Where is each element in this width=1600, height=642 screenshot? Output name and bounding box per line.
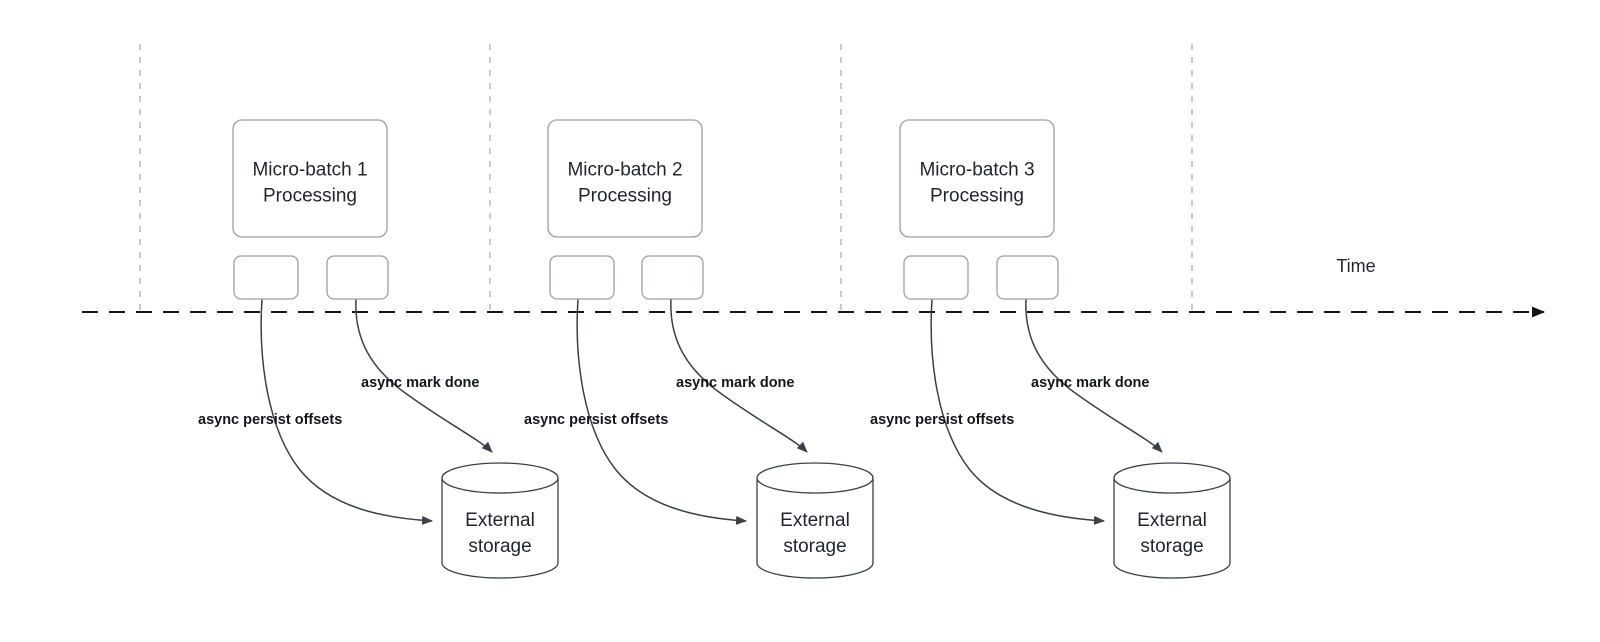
cylinder-top-ellipse (1113, 477, 1231, 494)
micro-batch-label-line1: Micro-batch 1 (252, 160, 367, 181)
micro-batch-label-line1: Micro-batch 3 (919, 160, 1034, 181)
micro-batch-label-line2: Processing (263, 186, 357, 207)
edge-async-mark-done (355, 298, 493, 453)
edge-async-persist-offsets-label: async persist offsets (198, 412, 342, 428)
micro-batch-label-line1: Micro-batch 2 (567, 160, 682, 181)
external-storage-node-1[interactable]: External storage (441, 462, 559, 579)
micro-batch-node-3[interactable]: Micro-batch 3 Processing (899, 119, 1055, 238)
external-storage-label-line1: External (1137, 510, 1207, 531)
external-storage-node-2[interactable]: External storage (756, 462, 874, 579)
cylinder-body[interactable] (756, 462, 874, 579)
micro-batch-label-line2: Processing (930, 186, 1024, 207)
external-storage-label-line2: storage (1140, 536, 1203, 557)
edge-async-persist-offsets-label: async persist offsets (524, 412, 668, 428)
edge-async-persist-offsets-label: async persist offsets (870, 412, 1014, 428)
edge-async-persist-offsets (576, 298, 747, 525)
micro-batch-box[interactable] (899, 119, 1055, 238)
cylinder-top-ellipse (756, 477, 874, 494)
time-axis-label: Time (1336, 256, 1375, 276)
task-box-mark[interactable] (326, 255, 389, 300)
micro-batch-label-line2: Processing (578, 186, 672, 207)
edge-async-persist-offsets (260, 298, 433, 525)
task-box-mark[interactable] (996, 255, 1059, 300)
micro-batch-box[interactable] (232, 119, 388, 238)
edge-async-mark-done-label: async mark done (1031, 375, 1149, 391)
external-storage-label-line2: storage (468, 536, 531, 557)
external-storage-label-line1: External (465, 510, 535, 531)
edges-group (260, 298, 1163, 525)
micro-batch-node-1[interactable]: Micro-batch 1 Processing (232, 119, 388, 238)
cylinder-top-ellipse (441, 477, 559, 494)
timeline-tick-group (139, 44, 1193, 310)
micro-batch-box[interactable] (547, 119, 703, 238)
edge-async-mark-done (1025, 298, 1163, 453)
task-box-mark[interactable] (641, 255, 704, 300)
external-storage-node-3[interactable]: External storage (1113, 462, 1231, 579)
micro-batch-node-2[interactable]: Micro-batch 2 Processing (547, 119, 703, 238)
cylinder-body[interactable] (441, 462, 559, 579)
edge-async-mark-done-label: async mark done (361, 375, 479, 391)
external-storage-label-line1: External (780, 510, 850, 531)
edge-async-persist-offsets (930, 298, 1105, 525)
cylinder-body[interactable] (1113, 462, 1231, 579)
task-box-persist[interactable] (233, 255, 299, 300)
task-box-persist[interactable] (549, 255, 615, 300)
edge-labels-group: async persist offsets async mark done asyn… (198, 375, 1149, 428)
edge-async-mark-done-label: async mark done (676, 375, 794, 391)
edge-async-mark-done (670, 298, 808, 453)
task-box-persist[interactable] (903, 255, 969, 300)
external-storage-label-line2: storage (783, 536, 846, 557)
